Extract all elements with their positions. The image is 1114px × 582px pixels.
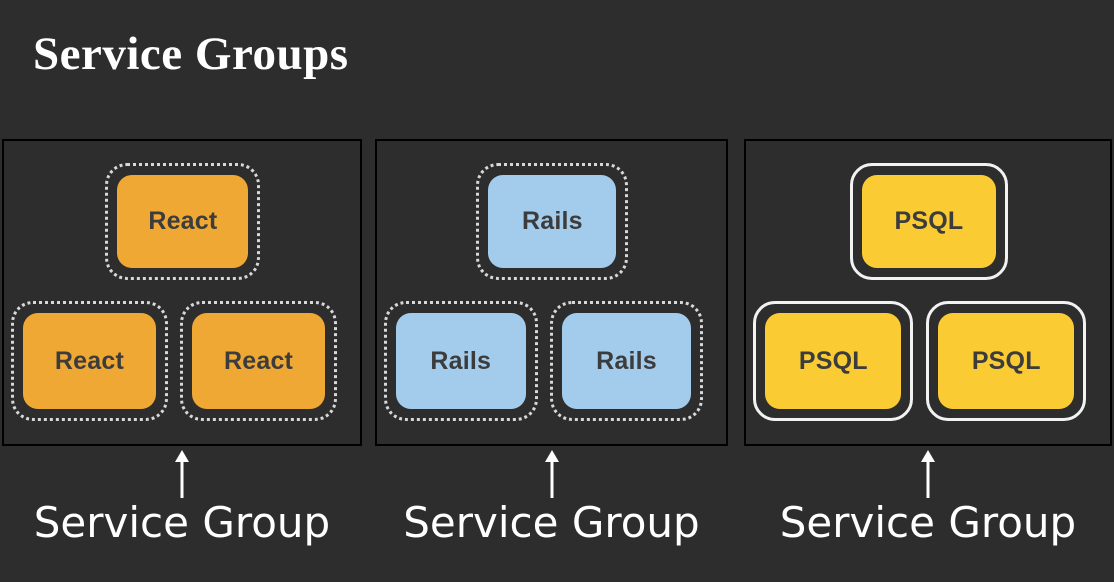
page-title: Service Groups bbox=[33, 28, 349, 80]
service-node-react-right[interactable]: React bbox=[180, 301, 337, 421]
arrow-up-icon bbox=[174, 450, 190, 498]
service-node-label: React bbox=[23, 313, 156, 409]
arrow-shaft bbox=[550, 459, 553, 498]
arrow-shaft bbox=[180, 459, 184, 498]
caption-rails-group: Service Group bbox=[375, 446, 728, 582]
service-group-rails[interactable]: Rails Rails Rails bbox=[375, 139, 728, 446]
arrow-up-icon bbox=[544, 450, 560, 498]
service-node-label: React bbox=[192, 313, 325, 409]
service-node-react-top[interactable]: React bbox=[105, 163, 261, 280]
service-node-label: Rails bbox=[395, 313, 526, 409]
arrow-head bbox=[175, 450, 189, 462]
service-node-react-left[interactable]: React bbox=[11, 301, 168, 421]
service-node-label: PSQL bbox=[861, 175, 997, 268]
service-node-psql-right[interactable]: PSQL bbox=[926, 301, 1087, 421]
caption-label: Service Group bbox=[779, 498, 1077, 547]
arrow-head bbox=[921, 450, 935, 462]
service-node-rails-top[interactable]: Rails bbox=[476, 163, 629, 280]
service-node-label: PSQL bbox=[765, 313, 902, 409]
service-node-label: Rails bbox=[488, 175, 617, 268]
service-group-react[interactable]: React React React bbox=[2, 139, 362, 446]
service-node-label: PSQL bbox=[938, 313, 1075, 409]
arrow-head bbox=[544, 450, 559, 462]
service-node-rails-right[interactable]: Rails bbox=[549, 301, 704, 421]
service-group-psql[interactable]: PSQL PSQL PSQL bbox=[744, 139, 1112, 446]
service-node-psql-left[interactable]: PSQL bbox=[753, 301, 914, 421]
caption-psql-group: Service Group bbox=[744, 446, 1112, 582]
service-node-psql-top[interactable]: PSQL bbox=[849, 163, 1009, 280]
arrow-shaft bbox=[926, 459, 930, 498]
service-node-rails-left[interactable]: Rails bbox=[383, 301, 538, 421]
service-node-label: Rails bbox=[561, 313, 692, 409]
arrow-up-icon bbox=[920, 450, 936, 498]
caption-label: Service Group bbox=[33, 498, 331, 547]
caption-label: Service Group bbox=[403, 498, 700, 547]
service-node-label: React bbox=[117, 175, 249, 268]
caption-react-group: Service Group bbox=[2, 446, 362, 582]
service-groups-row: React React React Rails Rails Rails PSQL… bbox=[0, 139, 1114, 446]
